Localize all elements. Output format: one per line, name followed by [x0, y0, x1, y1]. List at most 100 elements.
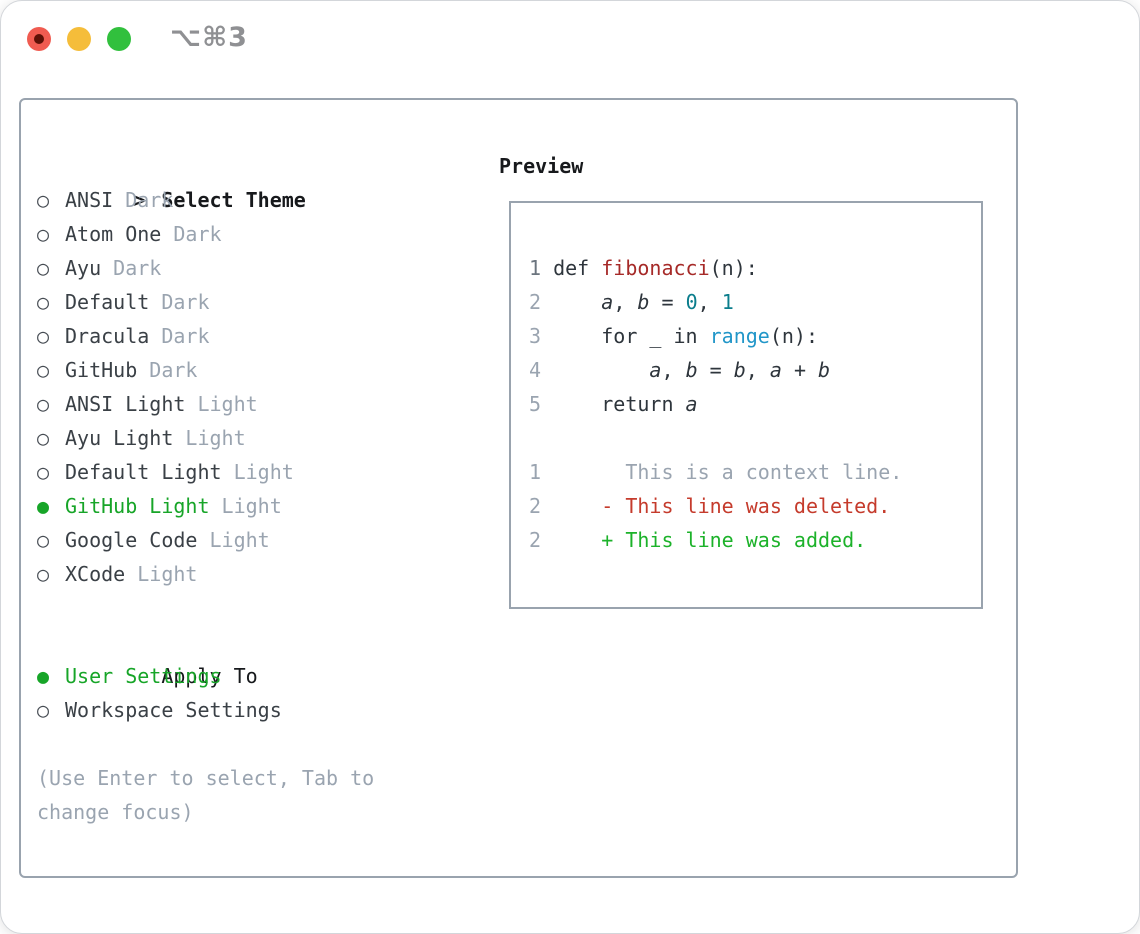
- apply-option-user-settings[interactable]: ● User Settings: [37, 659, 374, 693]
- code-segment: ,: [697, 290, 722, 314]
- radio-unselected-icon: ○: [37, 392, 50, 416]
- radio-unselected-icon: ○: [37, 562, 50, 586]
- code-segment: return: [541, 392, 686, 416]
- code-line: 1 def fibonacci(n):: [529, 251, 981, 285]
- code-segment: ,: [613, 290, 638, 314]
- theme-option-github[interactable]: ○GitHub Dark: [37, 353, 374, 387]
- theme-name: GitHub Light: [65, 494, 210, 518]
- radio-unselected-icon: ○: [37, 460, 50, 484]
- code-segment: - This line was deleted.: [541, 494, 891, 518]
- code-line: 2 a, b = 0, 1: [529, 285, 981, 319]
- code-segment: 0: [685, 290, 698, 314]
- code-segment: b: [733, 358, 746, 382]
- radio-unselected-icon: ○: [37, 256, 50, 280]
- code-line: 1 This is a context line.: [529, 455, 981, 489]
- select-theme-title: Select Theme: [161, 188, 306, 212]
- line-number: 1: [529, 256, 542, 280]
- theme-variant-badge: Light: [221, 460, 294, 484]
- code-segment: =: [697, 358, 734, 382]
- radio-unselected-icon: ○: [37, 358, 50, 382]
- code-line: 2 + This line was added.: [529, 523, 981, 557]
- line-number: 4: [529, 358, 542, 382]
- preview-title: Preview: [499, 154, 584, 178]
- code-line: 3 for _ in range(n):: [529, 319, 981, 353]
- line-number: 3: [529, 324, 542, 348]
- theme-name: Atom One: [65, 222, 162, 246]
- radio-unselected-icon: ○: [37, 324, 50, 348]
- theme-name: Default: [65, 290, 150, 314]
- line-number: 5: [529, 392, 542, 416]
- prompt-icon: >: [133, 188, 146, 212]
- theme-name: ANSI: [65, 188, 114, 212]
- theme-variant-badge: Dark: [137, 358, 198, 382]
- theme-option-ayu[interactable]: ○ Ayu Dark: [37, 251, 374, 285]
- code-segment: a: [649, 358, 662, 382]
- theme-selector-column: >Select Theme ○ANSI Dark○Atom One Dark○A…: [37, 149, 374, 829]
- theme-option-ansi-light[interactable]: ○ANSI Light Light: [37, 387, 374, 421]
- code-segment: ,: [745, 358, 770, 382]
- radio-unselected-icon: ○: [37, 698, 50, 722]
- minimize-button[interactable]: [67, 27, 91, 51]
- theme-option-atom-one[interactable]: ○ Atom One Dark: [37, 217, 374, 251]
- code-segment: fibonacci: [601, 256, 710, 280]
- code-segment: def: [541, 256, 602, 280]
- theme-variant-badge: Dark: [101, 256, 162, 280]
- theme-option-default-light[interactable]: ○Default Light Light: [37, 455, 374, 489]
- select-theme-header: > Select Theme: [37, 149, 374, 212]
- code-segment: (n):: [769, 324, 819, 348]
- theme-option-github-light[interactable]: ●GitHub Light Light: [37, 489, 374, 523]
- code-line: 2 - This line was deleted.: [529, 489, 981, 523]
- radio-selected-icon: ●: [37, 664, 50, 688]
- code-segment: [541, 290, 601, 314]
- hint-text-line: (Use Enter to select, Tab to: [37, 766, 375, 790]
- line-number: 1: [529, 460, 542, 484]
- radio-selected-icon: ●: [37, 494, 50, 518]
- code-segment: b: [637, 290, 650, 314]
- theme-variant-badge: Light: [197, 528, 270, 552]
- theme-name: Ayu Light: [65, 426, 174, 450]
- apply-to-title: Apply To: [161, 664, 258, 688]
- apply-option-label: Workspace Settings: [65, 698, 282, 722]
- radio-unselected-icon: ○: [37, 290, 50, 314]
- radio-unselected-icon: ○: [37, 222, 50, 246]
- window-titlebar: ⌥⌘3: [1, 1, 1139, 76]
- code-segment: + This line was added.: [541, 528, 867, 552]
- code-segment: b: [818, 358, 831, 382]
- theme-option-google-code[interactable]: ○ Google Code Light: [37, 523, 374, 557]
- line-number: 2: [529, 290, 542, 314]
- theme-name: Dracula: [65, 324, 150, 348]
- radio-unselected-icon: ○: [37, 528, 50, 552]
- close-button[interactable]: [27, 27, 51, 51]
- theme-option-xcode[interactable]: ○XCode Light: [37, 557, 374, 591]
- theme-variant-badge: Light: [173, 426, 246, 450]
- theme-name: XCode: [65, 562, 126, 586]
- theme-variant-badge: Dark: [149, 324, 210, 348]
- code-line: 5 return a: [529, 387, 981, 421]
- code-line: 4 a, b = b, a + b: [529, 353, 981, 387]
- theme-variant-badge: Dark: [161, 222, 222, 246]
- blank-line: [529, 421, 981, 455]
- theme-option-ayu-light[interactable]: ○ Ayu Light Light: [37, 421, 374, 455]
- theme-name: Google Code: [65, 528, 198, 552]
- line-number: 2: [529, 528, 542, 552]
- apply-to-list: ● User Settings ○ Workspace Settings: [37, 659, 374, 727]
- apply-to-header: Apply To: [37, 625, 374, 688]
- theme-dialog-panel: >Select Theme ○ANSI Dark○Atom One Dark○A…: [19, 98, 1018, 878]
- zoom-button[interactable]: [107, 27, 131, 51]
- apply-option-workspace-settings[interactable]: ○ Workspace Settings: [37, 693, 374, 727]
- theme-option-ansi[interactable]: ○ANSI Dark: [37, 183, 374, 217]
- radio-unselected-icon: ○: [37, 426, 50, 450]
- apply-option-label: User Settings: [65, 664, 222, 688]
- theme-option-default[interactable]: ○Default Dark: [37, 285, 374, 319]
- code-segment: +: [781, 358, 819, 382]
- code-segment: a: [685, 392, 698, 416]
- theme-name: Ayu: [65, 256, 102, 280]
- theme-option-dracula[interactable]: ○ Dracula Dark: [37, 319, 374, 353]
- code-segment: a: [601, 290, 614, 314]
- code-segment: (n):: [709, 256, 758, 280]
- radio-unselected-icon: ○: [37, 188, 50, 212]
- line-number: 2: [529, 494, 542, 518]
